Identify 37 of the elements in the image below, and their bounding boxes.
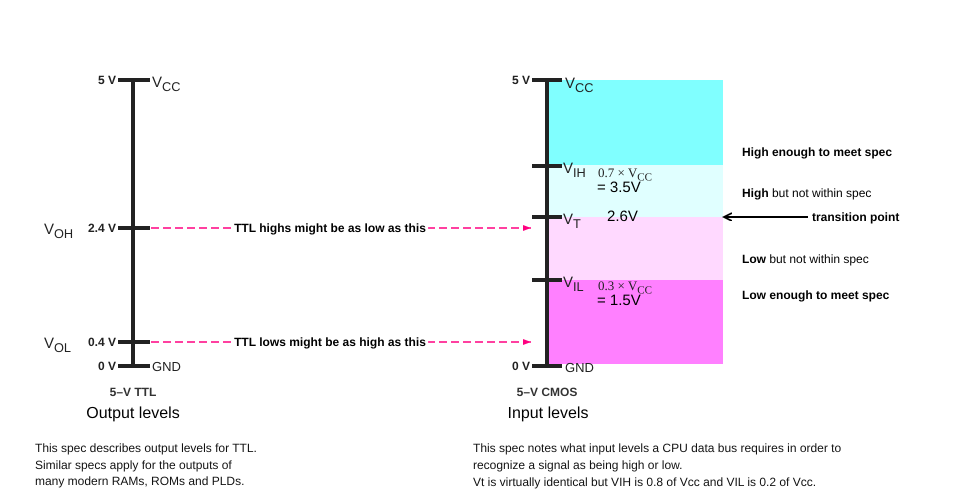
factor-text: 0.3 × V$_{CC}$ (598, 278, 652, 292)
scale-title: Input levels (508, 405, 588, 423)
note-text: This spec notes what input levels a CPU data bus requires in order to recognize a signal as being high or low. (473, 440, 842, 473)
voltage-value: 0 V (98, 359, 116, 373)
note-text: This spec describes output levels for TTL. Similar specs apply for the outputs of many modern RAMs, ROMs and PLDs. (35, 440, 258, 490)
band-description: Low but not within spec (742, 252, 869, 266)
edge-label: TTL lows might be as high as this (232, 335, 428, 349)
band-description: High enough to meet spec (742, 145, 892, 159)
signal-name: V$_{OL}$ (44, 334, 72, 352)
voltage-value: 2.4 V (88, 221, 116, 235)
factor-text: 0.7 × V$_{CC}$ (598, 164, 652, 180)
signal-name: V$_{IL}$ (563, 274, 584, 290)
note-text: Vt is virtually identical but VIH is 0.8 of Vcc and VIL is 0.2 of Vcc. (473, 474, 816, 490)
signal-name: V$_{CC}$ (565, 74, 594, 92)
voltage-value: 5 V (512, 73, 530, 87)
signal-name: V$_{OH}$ (44, 220, 74, 238)
band-description: High but not within spec (742, 186, 872, 200)
voltage-value: 2.6V (607, 208, 638, 224)
signal-name: V$_{T}$ (563, 210, 581, 228)
signal-name: V$_{CC}$ (152, 74, 180, 90)
edge-label: TTL highs might be as low as this (232, 221, 428, 235)
voltage-value: = 3.5V (597, 178, 641, 196)
arrow (723, 212, 808, 222)
band-description: Low enough to meet spec (742, 288, 890, 302)
scale-caption: 5–V CMOS (516, 385, 578, 399)
signal-name: V$_{IH}$ (563, 160, 586, 176)
voltage-scale (532, 78, 562, 368)
callout-text: transition point (812, 210, 900, 224)
voltage-scale (118, 78, 150, 368)
scale-title: Output levels (86, 405, 180, 423)
voltage-value: 5 V (98, 73, 116, 87)
scale-caption: 5–V TTL (110, 385, 156, 399)
signal-name: GND (152, 358, 181, 374)
signal-name: GND (565, 360, 594, 374)
voltage-value: = 1.5V (597, 292, 641, 308)
voltage-value: 0 V (512, 359, 530, 373)
voltage-value: 0.4 V (88, 335, 116, 349)
